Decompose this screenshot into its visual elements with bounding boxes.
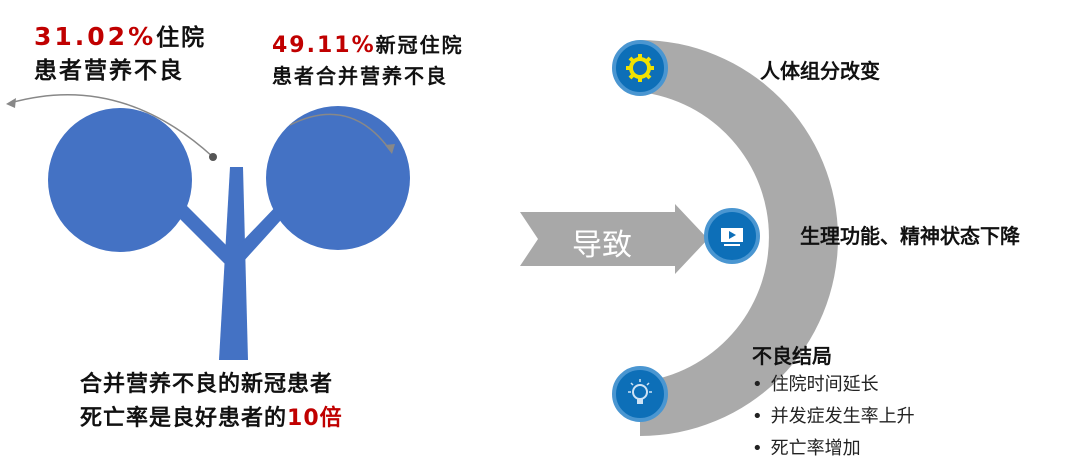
stat2-percent: 49.11% <box>272 33 376 58</box>
outcome-function-decline: 生理功能、精神状态下降 <box>800 224 1020 248</box>
cause-arrow-label: 导致 <box>572 228 632 263</box>
list-item: •住院时间延长 <box>752 374 879 395</box>
mortality-statement: 合并营养不良的新冠患者 死亡率是良好患者的10倍 <box>80 368 343 436</box>
lightbulb-icon <box>628 379 652 404</box>
stat-inpatient-malnutrition: 31.02%住院 患者营养不良 <box>34 20 206 88</box>
outcome-body-composition: 人体组分改变 <box>760 59 880 83</box>
gear-icon <box>626 54 654 82</box>
list-item: •死亡率增加 <box>752 438 861 459</box>
stat1-text-a: 住院 <box>156 25 207 51</box>
monitor-icon-badge <box>704 208 760 264</box>
tree-branch-right <box>236 200 290 262</box>
gray-arc <box>640 40 838 436</box>
left-circle <box>48 108 192 252</box>
outcome-adverse: 不良结局 <box>752 344 832 368</box>
stat-covid-malnutrition: 49.11%新冠住院 患者合并营养不良 <box>272 30 464 92</box>
mortality-highlight: 10倍 <box>287 406 343 431</box>
tree-branch-left <box>176 205 241 272</box>
mortality-line2: 死亡率是良好患者的 <box>80 406 288 431</box>
curved-arrow-right <box>289 113 391 151</box>
curved-arrow-left <box>9 94 214 158</box>
lightbulb-icon-badge <box>612 366 668 422</box>
stat2-text-b: 患者合并营养不良 <box>272 64 448 88</box>
stat1-text-b: 患者营养不良 <box>34 58 184 84</box>
stat2-text-a: 新冠住院 <box>375 33 464 57</box>
list-item: •并发症发生率上升 <box>752 406 915 427</box>
mortality-line1: 合并营养不良的新冠患者 <box>80 372 334 397</box>
monitor-icon <box>721 228 743 246</box>
adverse-outcome-list: •住院时间延长 •并发症发生率上升 •死亡率增加 <box>752 369 915 465</box>
gear-icon-badge <box>612 40 668 96</box>
cause-arrow <box>520 204 708 274</box>
right-circle <box>266 106 410 250</box>
stat1-percent: 31.02% <box>34 22 157 51</box>
